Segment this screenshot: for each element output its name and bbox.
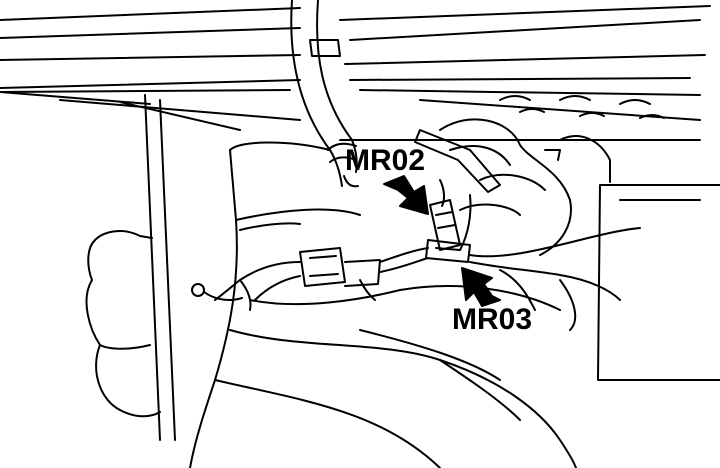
upper-body-panel [0, 5, 711, 141]
upper-wiring-harness [290, 0, 359, 188]
wheel-house-curves [189, 141, 577, 468]
harness-left-connector [214, 247, 429, 311]
left-pillar [0, 91, 241, 441]
arrow-mr03 [461, 267, 501, 307]
arrow-mr02 [383, 175, 429, 215]
left-component [85, 230, 161, 418]
right-components [439, 118, 720, 381]
connector-mr03 [425, 227, 641, 331]
callout-label-mr03: MR03 [452, 303, 533, 336]
left-grommet [191, 283, 243, 301]
connector-mr02 [414, 129, 501, 251]
callout-label-mr02: MR02 [345, 144, 426, 177]
